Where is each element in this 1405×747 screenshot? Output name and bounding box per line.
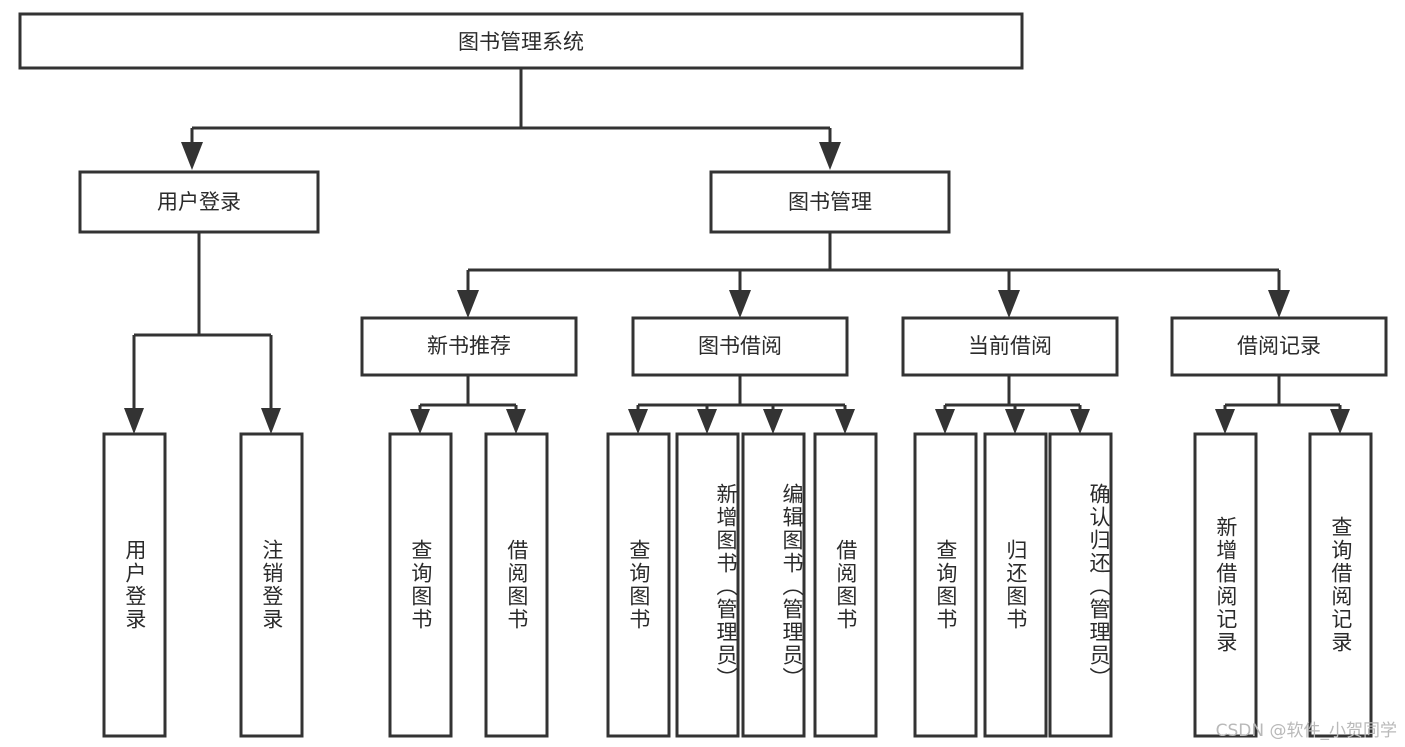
node-new-book-recommend[interactable]: 新书推荐: [360, 316, 578, 377]
arrow-head-leaf-query-book-1: [410, 409, 430, 434]
arrow-head-leaf-confirm-return: [1070, 409, 1090, 434]
node-current-borrow-label: 当前借阅: [968, 334, 1052, 358]
node-current-borrow-box[interactable]: [901, 316, 1119, 377]
arrow-head-leaf-query-book-2: [628, 409, 648, 434]
node-leaf-edit-book-box[interactable]: [741, 432, 806, 738]
node-leaf-query-record-box[interactable]: [1308, 432, 1373, 738]
node-root-label: 图书管理系统: [458, 30, 584, 54]
node-leaf-query-book-2-box[interactable]: [606, 432, 671, 738]
arrow-head-current-borrow: [998, 290, 1020, 318]
node-borrow-record-box[interactable]: [1170, 316, 1388, 377]
connector-group-root: [181, 68, 841, 170]
node-leaf-borrow-book-1-box[interactable]: [484, 432, 549, 738]
arrow-head-leaf-edit-book: [763, 409, 783, 434]
node-book-borrow-box[interactable]: [631, 316, 849, 377]
node-leaf-user-login-box[interactable]: [102, 432, 167, 738]
arrow-head-leaf-add-record: [1215, 409, 1235, 434]
arrow-head-user-login: [181, 142, 203, 170]
node-book-borrow-label: 图书借阅: [698, 334, 782, 358]
connector-group-new-book-recommend: [410, 375, 526, 434]
node-book-borrow[interactable]: 图书借阅: [631, 316, 849, 377]
node-leaf-return-book-box[interactable]: [983, 432, 1048, 738]
node-leaf-user-logout-box[interactable]: [239, 432, 304, 738]
node-leaf-borrow-book-2-box[interactable]: [813, 432, 878, 738]
arrow-head-borrow-record: [1268, 290, 1290, 318]
connector-group-current-borrow: [935, 375, 1090, 434]
arrow-head-new-book-recommend: [457, 290, 479, 318]
arrow-head-book-borrow: [729, 290, 751, 318]
connector-group-book-management: [457, 232, 1290, 318]
node-leaf-query-book-1-box[interactable]: [388, 432, 453, 738]
arrow-head-leaf-query-book-3: [935, 409, 955, 434]
connector-group-user-login: [124, 232, 281, 434]
arrow-head-book-management: [819, 142, 841, 170]
arrow-head-leaf-add-book: [697, 409, 717, 434]
node-leaf-add-book-box[interactable]: [675, 432, 740, 738]
node-book-management-box[interactable]: [709, 170, 951, 234]
node-new-book-recommend-label: 新书推荐: [427, 334, 511, 358]
node-root[interactable]: 图书管理系统: [18, 12, 1024, 70]
connector-group-borrow-record: [1215, 375, 1350, 434]
node-user-login-label: 用户登录: [157, 190, 241, 214]
arrow-head-leaf-user-logout: [261, 408, 281, 434]
arrow-head-leaf-borrow-book-2: [835, 409, 855, 434]
node-borrow-record[interactable]: 借阅记录: [1170, 316, 1388, 377]
node-leaf-add-record-box[interactable]: [1193, 432, 1258, 738]
node-user-login[interactable]: 用户登录: [78, 170, 320, 234]
arrow-head-leaf-user-login: [124, 408, 144, 434]
node-current-borrow[interactable]: 当前借阅: [901, 316, 1119, 377]
node-leaf-confirm-return-box[interactable]: [1048, 432, 1113, 738]
node-borrow-record-label: 借阅记录: [1237, 334, 1321, 358]
node-book-management-label: 图书管理: [788, 190, 872, 214]
arrow-head-leaf-borrow-book-1: [506, 409, 526, 434]
arrow-head-leaf-return-book: [1005, 409, 1025, 434]
node-user-login-box[interactable]: [78, 170, 320, 234]
node-leaf-query-book-3-box[interactable]: [913, 432, 978, 738]
arrow-head-leaf-query-record: [1330, 409, 1350, 434]
connector-group-book-borrow: [628, 375, 855, 434]
node-root-box[interactable]: [18, 12, 1024, 70]
node-book-management[interactable]: 图书管理: [709, 170, 951, 234]
node-new-book-recommend-box[interactable]: [360, 316, 578, 377]
